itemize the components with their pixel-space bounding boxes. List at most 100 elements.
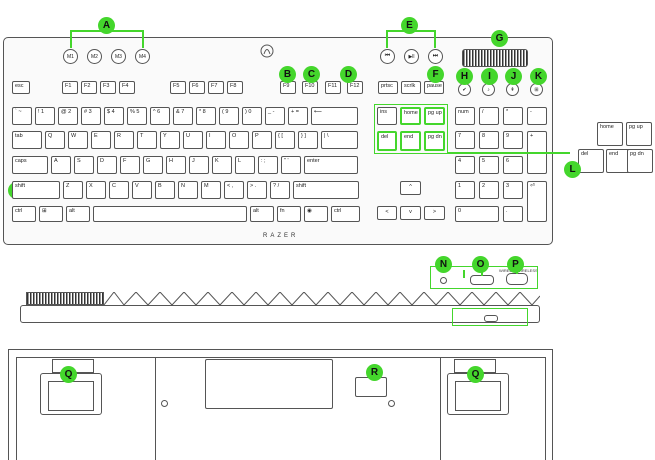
key-f2[interactable]: F2 (81, 81, 97, 94)
key-top-row-3[interactable]: E (91, 131, 111, 149)
key-prtsc[interactable]: prtsc (378, 81, 398, 94)
key-bottom-row-1[interactable]: ⊞ (39, 206, 63, 222)
key-del[interactable]: del (377, 131, 397, 151)
key-home-row-8[interactable]: K (212, 156, 232, 174)
key-num-row-4[interactable]: $ 4 (104, 107, 124, 125)
key-home-row-1[interactable]: A (51, 156, 71, 174)
key-left[interactable]: < (377, 206, 397, 220)
key-home-row-4[interactable]: F (120, 156, 140, 174)
key-bottom-row-6[interactable]: ◉ (304, 206, 328, 222)
key-shift-row-1[interactable]: Z (63, 181, 83, 199)
key-num-2[interactable]: 2 (479, 181, 499, 199)
key-shift-row-9[interactable]: > . (247, 181, 267, 199)
key-numlock[interactable]: num (455, 107, 475, 125)
key-f5[interactable]: F5 (170, 81, 186, 94)
key-up[interactable]: ^ (400, 181, 421, 195)
key-num-row-2[interactable]: @ 2 (58, 107, 78, 125)
key-esc[interactable]: esc (12, 81, 30, 94)
key-num-slash[interactable]: / (479, 107, 499, 125)
macro-key-m3[interactable]: M3 (111, 49, 126, 64)
key-f8[interactable]: F8 (227, 81, 243, 94)
key-shift-row-4[interactable]: V (132, 181, 152, 199)
key-f6[interactable]: F6 (189, 81, 205, 94)
key-num-7[interactable]: 7 (455, 131, 475, 149)
key-num-9[interactable]: 9 (503, 131, 523, 149)
key-bottom-row-4[interactable]: alt (250, 206, 274, 222)
key-shift-row-10[interactable]: ? / (270, 181, 290, 199)
volume-wheel[interactable] (462, 49, 528, 67)
key-num-star[interactable]: * (503, 107, 523, 125)
key-num-minus[interactable]: - (527, 107, 547, 125)
key-home-row-2[interactable]: S (74, 156, 94, 174)
key-top-row-5[interactable]: T (137, 131, 157, 149)
key-num-1[interactable]: 1 (455, 181, 475, 199)
key-num-0[interactable]: 0 (455, 206, 499, 222)
key-num-row-1[interactable]: ! 1 (35, 107, 55, 125)
key-num-row-3[interactable]: # 3 (81, 107, 101, 125)
key-home-row-12[interactable]: enter (304, 156, 358, 174)
key-top-row-6[interactable]: Y (160, 131, 180, 149)
macro-key-m4[interactable]: M4 (135, 49, 150, 64)
key-num-3[interactable]: 3 (503, 181, 523, 199)
key-num-4[interactable]: 4 (455, 156, 475, 174)
key-shift-row-8[interactable]: < , (224, 181, 244, 199)
key-top-row-2[interactable]: W (68, 131, 88, 149)
key-down[interactable]: v (400, 206, 421, 220)
key-num-row-10[interactable]: ) 0 (242, 107, 262, 125)
key-bottom-row-5[interactable]: fn (277, 206, 301, 222)
media-prev-key[interactable]: ⏮ (380, 49, 395, 64)
key-shift-row-6[interactable]: N (178, 181, 198, 199)
key-bottom-row-7[interactable]: ctrl (331, 206, 360, 222)
key-home-row-7[interactable]: J (189, 156, 209, 174)
key-top-row-12[interactable]: } ] (298, 131, 318, 149)
key-num-enter[interactable]: ⏎ (527, 181, 547, 222)
key-bottom-row-0[interactable]: ctrl (12, 206, 36, 222)
macro-key-m1[interactable]: M1 (63, 49, 78, 64)
key-shift-row-11[interactable]: shift (293, 181, 359, 199)
key-f12[interactable]: F12 (347, 81, 363, 94)
key-num-6[interactable]: 6 (503, 156, 523, 174)
key-home-row-11[interactable]: " ' (281, 156, 301, 174)
key-shift-row-3[interactable]: C (109, 181, 129, 199)
key-top-row-10[interactable]: P (252, 131, 272, 149)
key-home-row-9[interactable]: L (235, 156, 255, 174)
key-home[interactable]: home (400, 107, 421, 125)
key-f4[interactable]: F4 (119, 81, 135, 94)
key-shift-row-7[interactable]: M (201, 181, 221, 199)
media-next-key[interactable]: ⏭ (428, 49, 443, 64)
key-ins[interactable]: ins (377, 107, 397, 125)
key-shift-row-0[interactable]: shift (12, 181, 60, 199)
key-bottom-row-2[interactable]: alt (66, 206, 90, 222)
key-f11[interactable]: F11 (325, 81, 341, 94)
key-home-row-0[interactable]: caps (12, 156, 48, 174)
key-shift-row-2[interactable]: X (86, 181, 106, 199)
key-right[interactable]: > (424, 206, 445, 220)
key-home-row-5[interactable]: G (143, 156, 163, 174)
key-num-8[interactable]: 8 (479, 131, 499, 149)
key-home-row-10[interactable]: : ; (258, 156, 278, 174)
key-num-row-9[interactable]: ( 9 (219, 107, 239, 125)
key-bottom-row-3[interactable] (93, 206, 247, 222)
key-top-row-7[interactable]: U (183, 131, 203, 149)
key-num-5[interactable]: 5 (479, 156, 499, 174)
key-num-row-7[interactable]: & 7 (173, 107, 193, 125)
key-home-row-3[interactable]: D (97, 156, 117, 174)
key-num-row-0[interactable]: ` ~ (12, 107, 32, 125)
key-f1[interactable]: F1 (62, 81, 78, 94)
key-num-dot[interactable]: . (503, 206, 523, 222)
macro-key-m2[interactable]: M2 (87, 49, 102, 64)
key-top-row-0[interactable]: tab (12, 131, 42, 149)
key-f3[interactable]: F3 (100, 81, 116, 94)
key-top-row-8[interactable]: I (206, 131, 226, 149)
key-num-row-11[interactable]: _ - (265, 107, 285, 125)
key-end[interactable]: end (400, 131, 421, 151)
key-num-row-6[interactable]: ^ 6 (150, 107, 170, 125)
key-home-row-6[interactable]: H (166, 156, 186, 174)
media-play-key[interactable]: ▶ll (404, 49, 419, 64)
key-top-row-1[interactable]: Q (45, 131, 65, 149)
key-top-row-4[interactable]: R (114, 131, 134, 149)
key-shift-row-5[interactable]: B (155, 181, 175, 199)
key-num-row-12[interactable]: + = (288, 107, 308, 125)
key-top-row-9[interactable]: O (229, 131, 249, 149)
key-num-row-5[interactable]: % 5 (127, 107, 147, 125)
